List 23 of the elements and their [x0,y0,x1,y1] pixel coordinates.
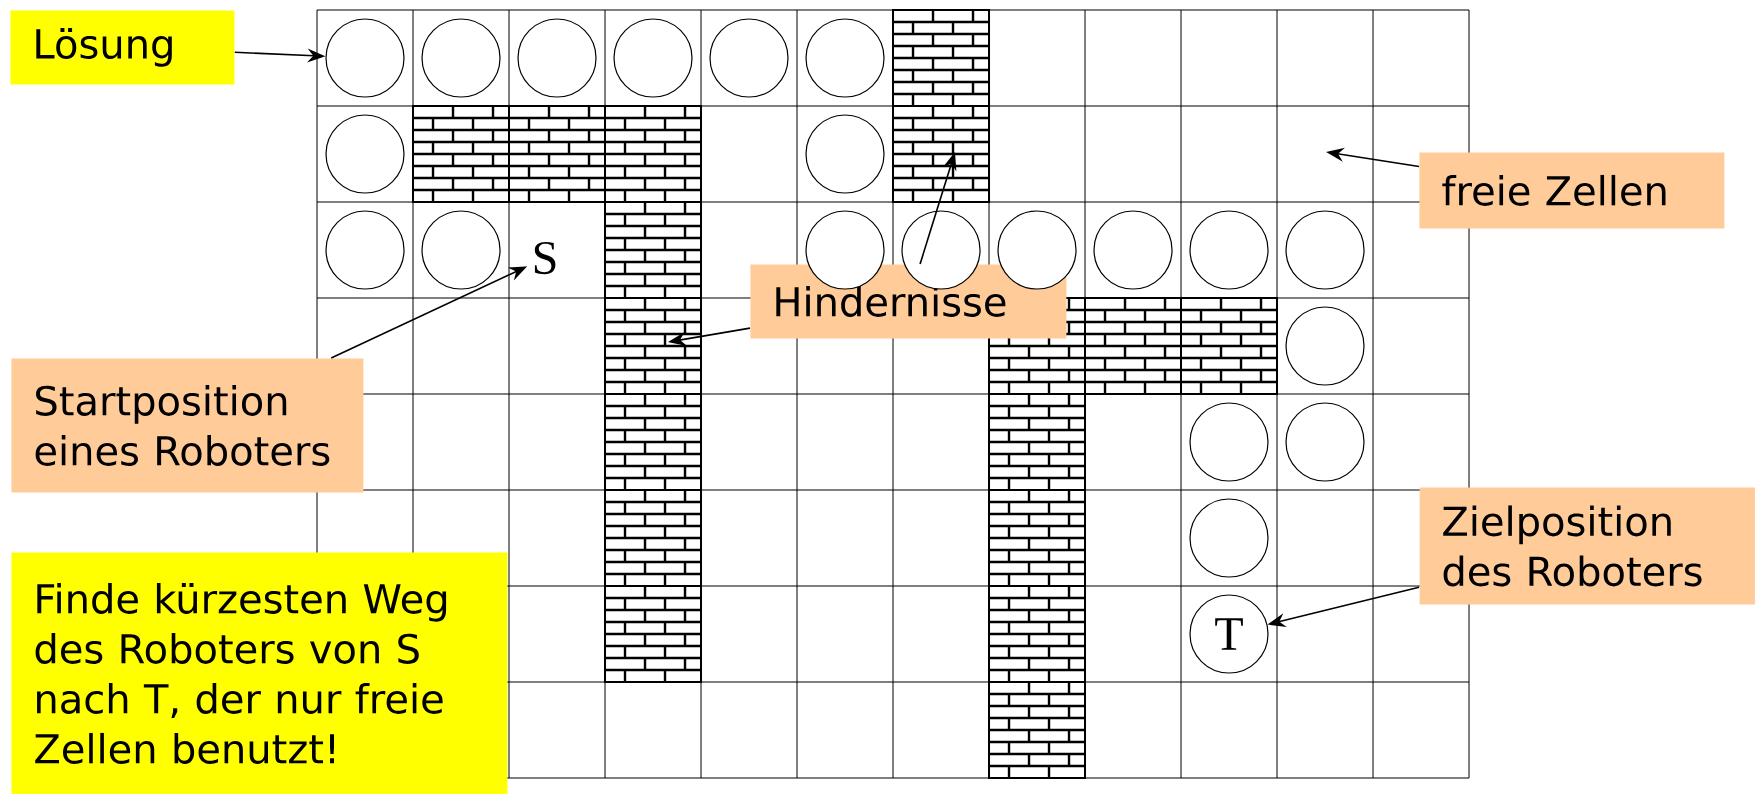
path-circle [1189,498,1269,578]
path-circle [421,210,501,290]
path-circle [1285,210,1365,290]
note-box: Finde kürzesten Weg des Roboters von S nach T, der nur freie Zellen benutzt! [11,552,508,794]
callout-box: Lösung [10,10,235,85]
callout-box: Zielposition des Roboters [1419,487,1755,605]
path-circle [709,18,789,98]
start-letter: S [534,241,556,275]
path-circle [325,210,405,290]
path-circle [1189,210,1269,290]
path-circle [613,18,693,98]
path-circle [805,18,885,98]
path-circle [1285,402,1365,482]
path-circle [325,18,405,98]
path-circle [1093,210,1173,290]
path-circle [1189,402,1269,482]
path-circle [421,18,501,98]
callout-box: freie Zellen [1419,152,1725,229]
path-circle [1285,306,1365,386]
path-circle [805,114,885,194]
callout-box: Startposition eines Roboters [11,358,364,493]
path-circle [325,114,405,194]
path-circle [517,18,597,98]
